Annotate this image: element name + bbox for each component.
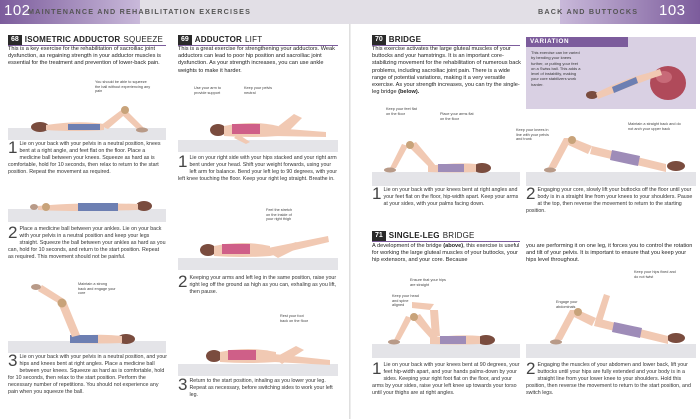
intro-text: A development of the bridge (372, 243, 444, 249)
exercise-69-annotation-2: Keep your pelvis neutral (244, 86, 273, 95)
step-number: 1 (372, 184, 382, 203)
exercise-title-light: LIFT (245, 35, 263, 44)
exercise-title-bold: ISOMETRIC ADDUCTOR (24, 35, 121, 44)
exercise-71-annotation-3: Keep your hips fixed and do not twist (634, 270, 676, 279)
exercise-number: 71 (372, 230, 386, 241)
exercise-70-step-1: 1 Lie on your back with your knees bent … (372, 184, 520, 208)
exercise-68-annotation-1: You should be able to squeeze the ball w… (95, 80, 151, 94)
exercise-71: 71 SINGLE-LEG BRIDGE (372, 230, 520, 242)
step-number: 1 (178, 152, 188, 171)
exercise-69-photo-1 (178, 84, 338, 152)
exercise-title-bold: SINGLE-LEG (388, 231, 440, 240)
exercise-title-light: SQUEEZE (123, 35, 164, 44)
step-text: Lie on your back with your pelvis in a n… (8, 141, 161, 175)
intro-text: , this exercise is useful for working th… (372, 243, 520, 264)
exercise-71-title: 71 SINGLE-LEG BRIDGE (372, 230, 520, 242)
exercise-title-bold: ADDUCTOR (194, 35, 243, 44)
exercise-71-photo-2 (526, 280, 696, 358)
right-running-title: BACK AND BUTTOCKS (538, 7, 639, 16)
exercise-70-intro: This exercise activates the large glutea… (372, 46, 522, 96)
variation-box: VARIATION This exercise can be varied by… (526, 37, 696, 109)
header-accent-strip-left (0, 0, 140, 24)
variation-photo (586, 66, 686, 100)
exercise-69-title: 69 ADDUCTOR LIFT (178, 34, 338, 46)
exercise-68-photo-2 (8, 182, 166, 222)
exercise-68-step-2: 2 Place a medicine ball between your ank… (8, 223, 166, 261)
step-text: Lie on your back with your pelvis in a n… (8, 354, 167, 395)
exercise-70: 70 BRIDGE (372, 34, 520, 46)
exercise-68-photo-1 (8, 78, 166, 140)
exercise-68-annotation-2: Maintain a strong back and engage your c… (78, 282, 116, 296)
intro-text: This exercise activates the large glutea… (372, 46, 521, 96)
cross-reference: (below). (398, 89, 420, 96)
right-page-number: 103 (659, 2, 686, 19)
exercise-69-step-3: 3 Return to the start position, inhaling… (178, 375, 338, 399)
step-number: 2 (526, 184, 536, 203)
exercise-70-annotation-3: Keep your knees in line with your pelvis… (516, 128, 549, 142)
exercise-70-annotation-2: Place your arms flat on the floor (440, 112, 474, 121)
left-running-title: MAINTENANCE AND REHABILITATION EXERCISES (28, 7, 252, 16)
step-number: 3 (178, 375, 188, 394)
exercise-69-photo-2 (178, 206, 338, 270)
exercise-title-light: BRIDGE (442, 231, 475, 240)
variation-title: VARIATION (526, 37, 628, 47)
header-accent-strip-right (560, 0, 700, 24)
exercise-71-intro: A development of the bridge (above), thi… (372, 243, 522, 265)
left-page-number: 102 (4, 2, 31, 19)
exercise-number: 68 (8, 34, 22, 45)
exercise-70-title: 70 BRIDGE (372, 34, 520, 46)
exercise-69-annotation-3: Feel the stretch on the inside of your r… (266, 208, 293, 222)
exercise-70-annotation-4: Maintain a straight back and do not arch… (628, 122, 681, 131)
exercise-71-intro-continued: you are performing it on one leg, it for… (526, 243, 693, 264)
exercise-68-intro: This is a key exercise for the rehabilit… (8, 46, 161, 67)
exercise-69-photo-3 (178, 312, 338, 376)
exercise-68-step-3: 3 Lie on your back with your pelvis in a… (8, 351, 168, 395)
exercise-68-title: 68 ISOMETRIC ADDUCTOR SQUEEZE (8, 34, 166, 46)
step-text: Lie on your back with your knees bent at… (383, 187, 519, 207)
exercise-71-annotation-4: Engage your abdominals (556, 300, 578, 309)
exercise-69-step-2: 2 Keeping your arms and left leg in the … (178, 272, 338, 296)
exercise-71-photo-1 (372, 280, 520, 358)
step-text: Lie on your right side with your hips st… (178, 155, 337, 182)
step-text: Engaging your core, slowly lift your but… (526, 187, 693, 214)
exercise-68-photo-3 (8, 273, 166, 353)
step-number: 1 (372, 359, 382, 378)
step-number: 2 (526, 359, 536, 378)
cross-reference: (above) (443, 243, 464, 249)
exercise-title-bold: BRIDGE (388, 35, 422, 44)
variation-text: This exercise can be varied by bending y… (531, 50, 581, 87)
step-text: Lie on your back with your knees bent at… (372, 362, 520, 396)
exercise-71-step-1: 1 Lie on your back with your knees bent … (372, 359, 522, 397)
exercise-68-step-1: 1 Lie on your back with your pelvis in a… (8, 138, 166, 176)
exercise-69-step-1: 1 Lie on your right side with your hips … (178, 152, 338, 183)
page-header: 102 MAINTENANCE AND REHABILITATION EXERC… (0, 0, 700, 24)
exercise-71-annotation-1: Ensure that your hips are straight (410, 278, 446, 287)
exercise-70-photo-2 (526, 116, 696, 186)
exercise-69-annotation-4: Rest your foot back on the floor (280, 314, 309, 323)
step-text: Place a medicine ball between your ankle… (8, 226, 166, 260)
exercise-69-annotation-1: Use your arm to provide support (194, 86, 222, 95)
step-number: 2 (178, 272, 188, 291)
exercise-70-photo-1 (372, 116, 520, 186)
exercise-number: 70 (372, 34, 386, 45)
exercise-number: 69 (178, 34, 192, 45)
exercise-69: 69 ADDUCTOR LIFT (178, 34, 338, 46)
step-text: Engaging the muscles of your abdomen and… (526, 362, 691, 396)
step-number: 2 (8, 223, 18, 242)
exercise-68: 68 ISOMETRIC ADDUCTOR SQUEEZE (8, 34, 166, 46)
step-text: Return to the start position, inhaling a… (189, 378, 333, 398)
page-gutter (349, 24, 351, 419)
step-text: Keeping your arms and left leg in the sa… (189, 275, 337, 295)
exercise-71-step-2: 2 Engaging the muscles of your abdomen a… (526, 359, 694, 397)
step-number: 3 (8, 351, 18, 370)
exercise-69-intro: This is a great exercise for strengtheni… (178, 46, 335, 74)
exercise-70-annotation-1: Keep your feet flat on the floor (386, 107, 417, 116)
exercise-71-annotation-2: Keep your head and spine aligned (392, 294, 419, 308)
step-number: 1 (8, 138, 18, 157)
exercise-70-step-2: 2 Engaging your core, slowly lift your b… (526, 184, 694, 215)
